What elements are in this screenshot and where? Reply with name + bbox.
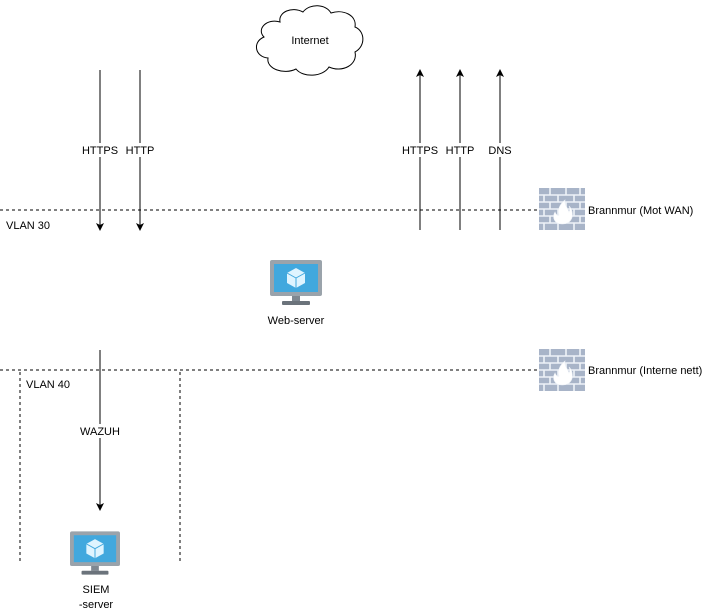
wazuh-label: WAZUH: [80, 426, 120, 438]
web-server: Web-server: [268, 260, 325, 327]
firewall-wan: Brannmur (Mot WAN): [539, 188, 693, 230]
vlan-40-label: VLAN 40: [26, 379, 70, 391]
inbound-http-arrow: HTTP: [124, 70, 156, 231]
inbound-http-label: HTTP: [126, 145, 155, 157]
outbound-https-label: HTTPS: [402, 145, 438, 157]
outbound-dns-arrow: DNS: [486, 69, 514, 230]
firewall-internal-label: Brannmur (Interne nett): [588, 365, 702, 377]
siem-server: SIEM -server: [70, 531, 120, 611]
server-monitor-icon: [70, 531, 120, 576]
firewall-internal: Brannmur (Interne nett): [539, 349, 702, 391]
firewall-wan-label: Brannmur (Mot WAN): [588, 205, 693, 217]
siem-server-label-line1: SIEM: [83, 584, 110, 596]
wazuh-arrow: WAZUH: [78, 350, 122, 511]
inbound-https-arrow: HTTPS: [82, 70, 118, 231]
server-monitor-icon: [270, 260, 322, 306]
firewall-icon: [539, 349, 585, 391]
internet-label: Internet: [291, 35, 328, 47]
internet-cloud: Internet: [256, 5, 364, 76]
inbound-https-label: HTTPS: [82, 145, 118, 157]
outbound-https-arrow: HTTPS: [402, 69, 438, 230]
vlan-40-zone: [19, 372, 181, 562]
firewall-icon: [539, 188, 585, 230]
siem-server-label-line2: -server: [79, 599, 114, 611]
web-server-label: Web-server: [268, 315, 325, 327]
outbound-dns-label: DNS: [488, 145, 511, 157]
vlan-30-label: VLAN 30: [6, 220, 50, 232]
outbound-http-label: HTTP: [446, 145, 475, 157]
outbound-http-arrow: HTTP: [444, 69, 476, 230]
